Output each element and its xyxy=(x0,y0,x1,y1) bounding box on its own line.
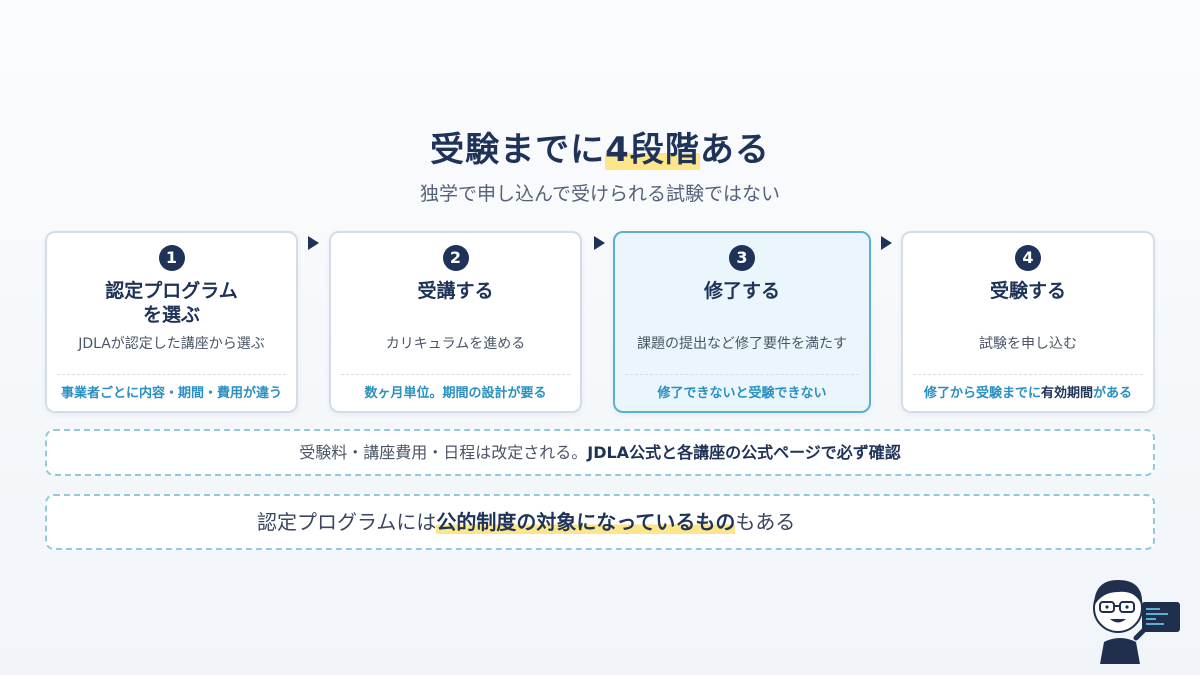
title-highlight: 4段階 xyxy=(605,130,700,170)
step-card-4: 4 受験する 試験を申し込む 修了から受験までに有効期間がある xyxy=(901,231,1155,413)
fee-notice-box: 受験料・講座費用・日程は改定される。JDLA公式と各講座の公式ページで必ず確認 xyxy=(45,429,1155,476)
step-note-strong: 有効期間 xyxy=(1040,386,1093,401)
step-title: 受講する xyxy=(417,280,494,302)
notice-strong-text: JDLA公式と各講座の公式ページで必ず確認 xyxy=(587,443,901,462)
divider xyxy=(625,374,859,375)
step-note-post: がある xyxy=(1093,386,1133,401)
step-note: 数ヶ月単位。期間の設計が要る xyxy=(364,386,547,401)
step-card-3: 3 修了する 課題の提出など修了要件を満たす 修了できないと受験できない xyxy=(613,231,871,413)
step-number-badge: 2 xyxy=(442,245,469,271)
notice2-pre: 認定プログラムには xyxy=(257,510,437,534)
notice-text: 受験料・講座費用・日程は改定される。 xyxy=(299,443,588,462)
divider xyxy=(913,374,1143,375)
step-number-badge: 4 xyxy=(1015,245,1041,271)
laptop-screen-icon xyxy=(1142,602,1180,632)
next-arrow-icon xyxy=(308,236,319,250)
step-title-line2: を選ぶ xyxy=(142,304,200,326)
divider xyxy=(341,374,570,375)
step-title: 受験する xyxy=(989,280,1066,302)
step-number-badge: 3 xyxy=(729,245,755,271)
step-card-1: 1 認定プログラム を選ぶ JDLAが認定した講座から選ぶ 事業者ごとに内容・期… xyxy=(45,231,298,413)
step-note: 事業者ごとに内容・期間・費用が違う xyxy=(60,386,282,401)
next-arrow-icon xyxy=(881,236,892,250)
person-avatar xyxy=(1093,580,1149,664)
next-arrow-icon xyxy=(594,236,605,250)
page-title: 受験までに4段階ある xyxy=(0,122,1200,171)
notice2-post: もある xyxy=(735,510,796,534)
public-program-notice-box: 認定プログラムには公的制度の対象になっているものもある xyxy=(45,494,1155,550)
step-description: 試験を申し込む xyxy=(979,336,1077,352)
page-subtitle: 独学で申し込んで受けられる試験ではない xyxy=(419,183,781,205)
step-number-badge: 1 xyxy=(158,245,185,271)
title-pre: 受験までに xyxy=(430,130,606,170)
divider xyxy=(57,374,286,375)
notice2-highlight: 公的制度の対象になっているもの xyxy=(436,510,736,534)
step-title: 認定プログラム を選ぶ xyxy=(55,279,288,327)
step-title-line1: 認定プログラム xyxy=(105,280,238,302)
step-description: JDLAが認定した講座から選ぶ xyxy=(78,336,265,352)
step-description: 課題の提出など修了要件を満たす xyxy=(637,336,847,352)
step-note: 修了できないと受験できない xyxy=(657,386,827,401)
step-card-2: 2 受講する カリキュラムを進める 数ヶ月単位。期間の設計が要る xyxy=(329,231,582,413)
step-description: カリキュラムを進める xyxy=(385,336,526,352)
step-note: 修了から受験までに有効期間がある xyxy=(907,382,1149,401)
title-post: ある xyxy=(699,130,770,170)
step-title: 修了する xyxy=(703,280,780,302)
step-note-pre: 修了から受験までに xyxy=(923,386,1041,401)
presenter-mascot-illustration xyxy=(1093,580,1180,664)
